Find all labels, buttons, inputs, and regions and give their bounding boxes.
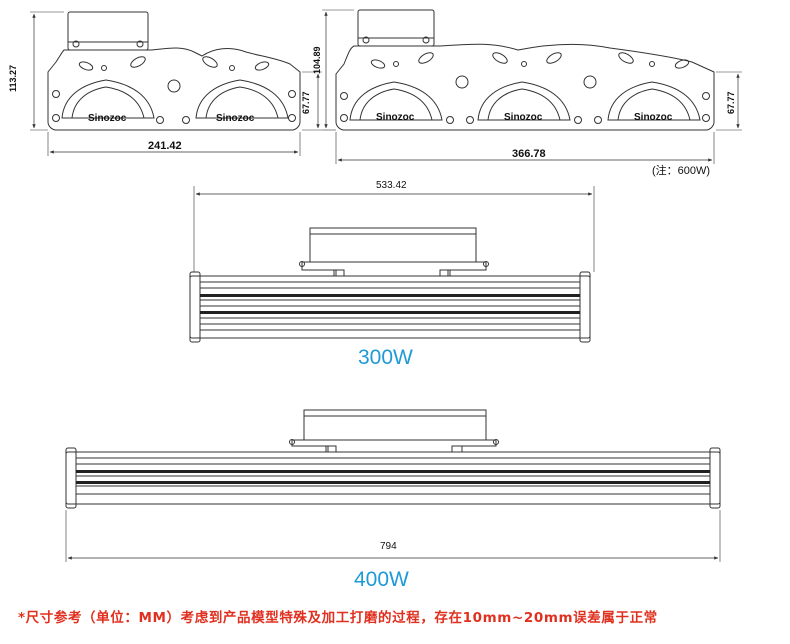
dim-width-label: 533.42 [376, 180, 407, 191]
lamp-housing-mid [477, 81, 571, 121]
led-strip-dark [200, 294, 580, 297]
end-cap-left [189, 271, 201, 343]
driver-box [309, 227, 477, 263]
led-strip-dark [76, 481, 710, 484]
lamp-housing-right [607, 81, 701, 121]
driver-box [303, 409, 487, 441]
brand-label: Sinozoc [504, 112, 543, 123]
wattage-note: (注：600W) [652, 163, 710, 177]
dim-width-label: 241.42 [148, 140, 182, 152]
light-bar-body [65, 451, 721, 505]
led-strip-dark [76, 470, 710, 473]
brand-label: Sinozoc [216, 113, 255, 124]
mounting-bracket [291, 439, 497, 453]
dim-width-label: 366.78 [512, 148, 546, 160]
dim-height-partial-label: 67.77 [301, 91, 311, 114]
lamp-housing-right [195, 79, 289, 119]
dim-height-partial-label: 67.77 [726, 91, 736, 114]
dimension-footnote: *尺寸参考（单位：MM）考虑到产品模型特殊及加工打磨的过程，存在10mm~20m… [18, 610, 658, 626]
lamp-housing-left [61, 79, 155, 119]
light-bar-body [189, 275, 591, 339]
dim-height-total-label: 104.89 [312, 46, 322, 74]
mounting-box [67, 11, 149, 51]
end-cap-right [709, 447, 721, 509]
model-title: 300W [358, 346, 413, 369]
brand-label: Sinozoc [634, 112, 673, 123]
bracket-outline [47, 47, 301, 131]
model-title: 400W [354, 568, 409, 591]
front-view-400w [65, 409, 721, 562]
end-cap-left [65, 447, 77, 509]
front-view-300w [189, 186, 595, 343]
dim-width-label: 794 [380, 541, 397, 552]
bracket-outline [335, 43, 715, 131]
mounting-bracket [301, 261, 487, 277]
side-view-three-module [322, 9, 742, 164]
brand-label: Sinozoc [88, 113, 127, 124]
dim-height-total-label: 113.27 [8, 65, 18, 92]
side-view-two-module [30, 11, 322, 156]
lamp-housing-left [349, 81, 443, 121]
brand-label: Sinozoc [376, 112, 415, 123]
led-strip-dark [200, 311, 580, 314]
end-cap-right [579, 271, 591, 343]
